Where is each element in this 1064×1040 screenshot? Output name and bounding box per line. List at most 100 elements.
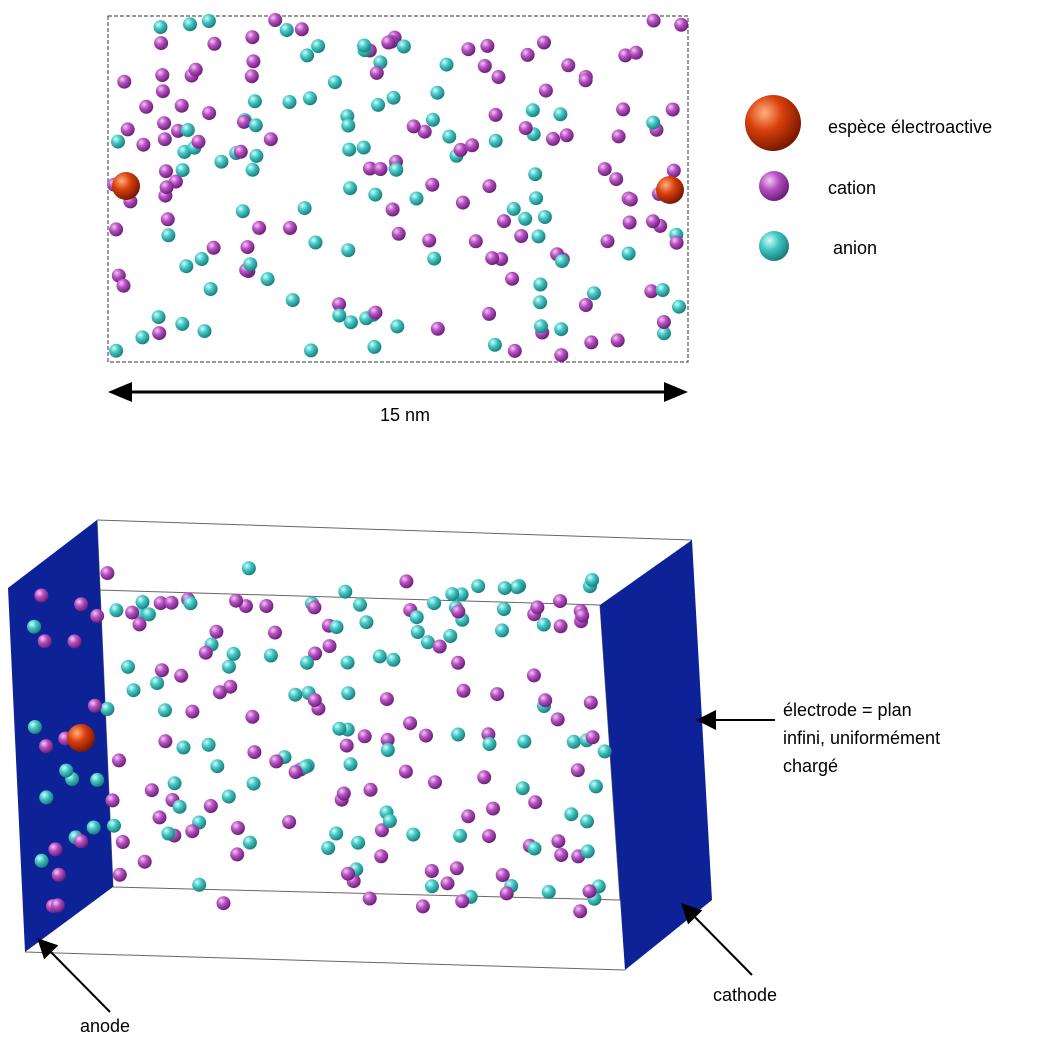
cation-particle [160,212,175,227]
cation-particle [117,74,132,89]
cation-particle [610,333,625,348]
cation-particle [528,795,543,810]
cation-particle [578,298,593,312]
cation-particle [136,137,151,152]
cation-particle [152,326,167,341]
anion-particle [534,319,548,334]
anion-particle [496,602,511,616]
anion-particle [555,254,569,269]
anion-particle [343,757,358,772]
cation-particle [468,234,483,249]
cation-particle [198,645,213,660]
cation-particle [357,729,372,744]
legend-cation-swatch [759,171,789,201]
cathode-plate [600,540,712,970]
anion-particle [86,820,101,835]
anion-particle [531,229,546,244]
anion-particle [161,826,176,841]
anion-particle [588,779,603,794]
cation-particle [514,229,529,243]
anion-particle [382,814,397,828]
anion-particle [197,324,212,339]
cation-particle [341,866,355,881]
cation-particle [100,566,115,581]
cation-particle [259,599,274,613]
cation-particle [482,829,496,844]
cation-particle [87,698,102,713]
cation-particle [482,306,497,321]
cation-particle [538,693,553,708]
anion-particle [528,167,543,182]
anion-particle [341,686,356,701]
anion-particle [427,251,442,266]
cation-particle [455,195,470,210]
cation-particle [380,732,395,747]
cation-particle [623,192,638,207]
cation-particle [482,179,497,194]
cation-particle [424,864,439,878]
electrode-label-line3: chargé [783,756,838,776]
legend-electroactive-swatch [745,95,801,151]
scale-bar [108,382,688,402]
anion-particle [226,646,241,661]
anion-particle [303,91,317,106]
cation-particle [497,214,511,229]
anion-particle [341,243,356,258]
legend-anion-label: anion [833,238,877,258]
cation-particle [369,65,384,80]
legend-anion-swatch [759,231,789,261]
anion-particle [471,579,486,594]
cation-particle [616,102,631,117]
cation-particle [308,646,323,661]
cation-particle [520,47,535,62]
cation-particle [491,70,506,84]
cation-particle [618,48,633,63]
cation-particle [125,605,140,620]
cation-particle [584,335,599,350]
box-view-particles [27,561,612,919]
anion-particle [308,235,323,250]
anion-particle [453,828,468,843]
cation-particle [381,35,396,50]
cation-particle [425,177,440,192]
cation-particle [237,114,251,129]
cation-particle [39,739,54,754]
anion-particle [332,721,347,736]
cation-particle [573,904,588,919]
anion-particle [201,737,216,752]
anion-particle [180,123,195,137]
cation-particle [461,42,476,57]
cation-particle [629,45,643,60]
cation-particle [67,634,82,649]
cation-particle [422,233,437,248]
cation-particle [157,132,172,147]
cation-particle [609,172,624,187]
anion-particle [672,299,686,314]
anion-particle [580,814,594,829]
cation-particle [553,619,568,634]
anion-particle [430,85,445,100]
cation-particle [209,624,224,639]
cation-particle [115,835,130,849]
anion-particle [442,129,457,144]
anion-particle [386,90,401,105]
anode-arrow [37,938,111,1013]
anion-particle [425,112,440,127]
anion-particle [109,343,124,358]
cation-particle [403,716,418,731]
cation-particle [561,58,576,73]
anion-particle [167,776,182,791]
anion-particle [332,308,347,323]
cation-particle [486,801,500,816]
cation-particle [488,107,503,122]
anion-particle [487,337,502,352]
cation-particle [611,129,626,144]
anion-particle [341,118,356,133]
cation-particle [526,668,541,683]
anion-particle [396,39,411,54]
anion-particle [192,877,207,892]
cation-particle [646,214,660,229]
cation-particle [202,106,217,121]
anion-particle [390,319,405,334]
cation-particle [174,98,189,113]
